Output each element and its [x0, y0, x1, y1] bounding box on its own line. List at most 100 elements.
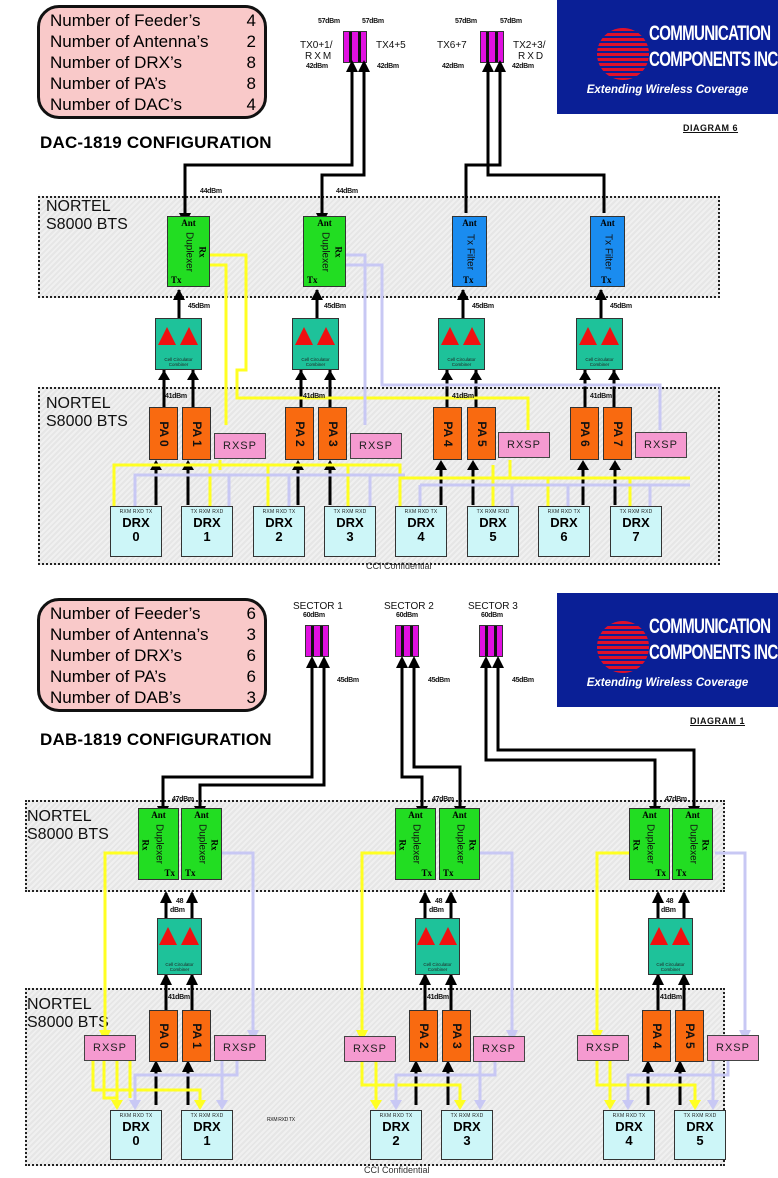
pa-label: PA 1 [189, 1023, 204, 1049]
feed-power-label: 45dBm [428, 677, 450, 684]
antenna-power-label: 42dBm [306, 63, 328, 70]
combiner-label: Cell Circulator Combiner [423, 962, 452, 972]
antenna-power-label: 60dBm [303, 612, 325, 619]
port-label: Rx [209, 839, 220, 851]
power-label: 48 [666, 898, 673, 905]
antenna-power-label: 42dBm [442, 63, 464, 70]
power-label: 48 [435, 898, 442, 905]
port-label: Tx [164, 868, 175, 878]
logo-line1: COMMUNICATION [649, 615, 771, 638]
power-unit: dBm [170, 907, 185, 914]
logo-line2: COMPONENTS INC [649, 48, 778, 71]
summary-label: Number of Feeder’s [50, 11, 201, 30]
drx-name: DRX [479, 515, 507, 530]
drx-ports: RXM RXD TX [119, 1113, 153, 1119]
power-label: 47dBm [172, 796, 194, 803]
antenna-power-label: 57dBm [318, 18, 340, 25]
drx-ports: TX RXM RXD [333, 509, 367, 515]
device-label: Duplexer [454, 823, 465, 865]
port-label: Ant [151, 810, 166, 820]
drx-ports: TX RXM RXD [190, 1113, 224, 1119]
combiner: Cell Circulator Combiner [155, 318, 202, 370]
summary-label: Number of Feeder’s [50, 604, 201, 623]
port-label: Ant [408, 810, 423, 820]
combiner-label: Cell Circulator Combiner [585, 357, 614, 367]
logo-line2: COMPONENTS INC [649, 641, 778, 664]
drx-number: 7 [632, 529, 640, 544]
rxsp-module: RXSP [214, 1035, 266, 1061]
summary-label: Number of DRX’s [50, 53, 182, 72]
sector-label: SECTOR 2 [384, 601, 434, 612]
summary-value: 4 [246, 95, 256, 114]
drx-number: 1 [203, 1133, 211, 1148]
config-title: DAB-1819 CONFIGURATION [40, 730, 272, 749]
bts-label-line: S8000 BTS [27, 1014, 109, 1031]
antenna-power-label: 57dBm [362, 18, 384, 25]
combiner-label: Cell Circulator Combiner [301, 357, 330, 367]
port-label: Ant [181, 218, 196, 228]
pa-label: PA 5 [682, 1023, 697, 1049]
power-unit: dBm [661, 907, 676, 914]
power-label: 45dBm [324, 303, 346, 310]
antenna-power-label: 57dBm [500, 18, 522, 25]
rxsp-module: RXSP [498, 432, 550, 458]
port-label: Tx [443, 868, 454, 878]
rxsp-module: RXSP [84, 1035, 136, 1061]
power-amplifier: PA 0 [149, 1010, 178, 1062]
confidential-note: CCI Confidential [366, 561, 432, 571]
port-label: Ant [194, 810, 209, 820]
antenna-port-label: RXD [518, 51, 546, 62]
drx-name: DRX [453, 1119, 481, 1134]
drx-name: DRX [336, 515, 364, 530]
feed-power-label: 45dBm [512, 677, 534, 684]
antenna-icon [479, 625, 503, 657]
duplexer: Ant Duplexer Rx Tx [181, 808, 222, 880]
antenna-icon [395, 625, 419, 657]
rxsp-module: RXSP [473, 1036, 525, 1062]
combiner: Cell Circulator Combiner [576, 318, 623, 370]
power-label: 41dBm [660, 994, 682, 1001]
amplifier-icon [159, 927, 177, 945]
amplifier-icon [417, 927, 435, 945]
amplifier-icon [180, 327, 198, 345]
logo-globe-icon [597, 621, 649, 673]
drx-ports: TX RXM RXD [476, 509, 510, 515]
amplifier-icon [317, 327, 335, 345]
antenna-power-label: 60dBm [481, 612, 503, 619]
power-amplifier: PA 5 [467, 407, 496, 460]
summary-label: Number of PA’s [50, 667, 167, 686]
summary-value: 8 [246, 74, 256, 93]
drx-number: 3 [346, 529, 354, 544]
combiner: Cell Circulator Combiner [438, 318, 485, 370]
power-unit: dBm [429, 907, 444, 914]
antenna-icon [480, 31, 504, 63]
bts-label-line: S8000 BTS [46, 413, 128, 430]
drx-name: DRX [193, 515, 221, 530]
drx-name: DRX [407, 515, 435, 530]
port-label: Rx [140, 839, 151, 851]
port-label: Ant [600, 218, 615, 228]
device-label: Duplexer [153, 823, 164, 865]
drx-number: 3 [463, 1133, 471, 1148]
drx-ports: RXM RXD TX [547, 509, 581, 515]
company-logo: COMMUNICATION COMPONENTS INC Extending W… [557, 593, 778, 707]
amplifier-icon [650, 927, 668, 945]
power-label: 45dBm [610, 303, 632, 310]
power-label: 47dBm [665, 796, 687, 803]
power-label: dBm [661, 907, 676, 914]
antenna-power-label: 42dBm [512, 63, 534, 70]
drx-ports: TX RXM RXD [450, 1113, 484, 1119]
device-label: Duplexer [196, 823, 207, 865]
antenna-port-label: TX0+1/ [300, 40, 333, 51]
port-label: Tx [421, 868, 432, 878]
drx-number: 0 [132, 1133, 140, 1148]
